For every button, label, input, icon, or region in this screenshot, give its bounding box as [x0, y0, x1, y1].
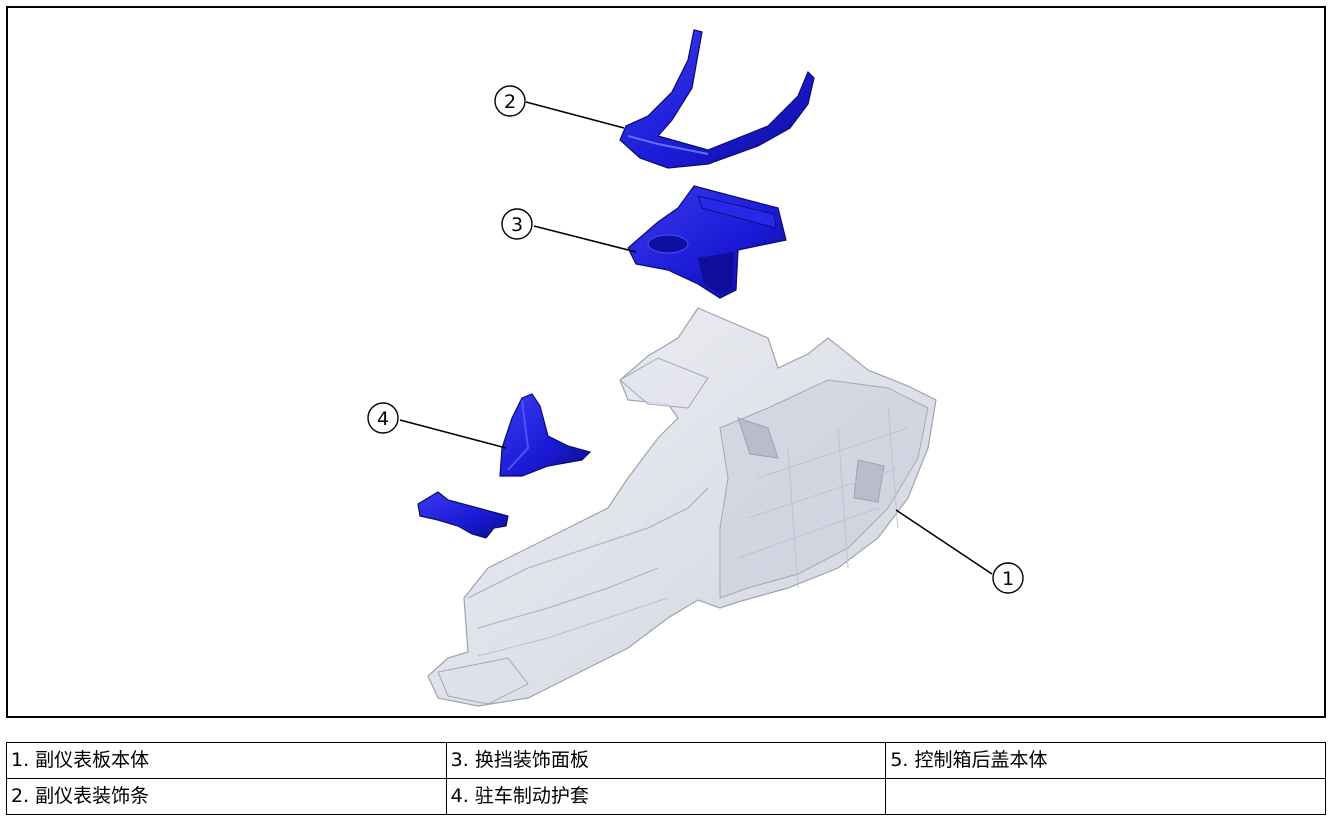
parts-legend-table: 1. 副仪表板本体 3. 换挡装饰面板 5. 控制箱后盖本体 2. 副仪表装饰条…	[6, 742, 1326, 815]
legend-cell: 4. 驻车制动护套	[445, 778, 887, 815]
leader-lines	[399, 101, 993, 575]
callout-2-label: 2	[504, 91, 516, 113]
callout-1: 1	[992, 562, 1024, 594]
legend-cell: 1. 副仪表板本体	[6, 742, 447, 779]
leader-line-3	[533, 225, 637, 253]
legend-row: 2. 副仪表装饰条 4. 驻车制动护套	[6, 778, 1326, 815]
exploded-view-diagram: 2 3 4 1	[367, 29, 1024, 707]
part-4-parking-brake-boot	[499, 393, 592, 477]
legend-cell	[885, 778, 1326, 815]
legend-cell: 5. 控制箱后盖本体	[885, 742, 1326, 779]
callout-1-label: 1	[1002, 568, 1014, 590]
leader-line-4	[399, 419, 507, 449]
callout-2: 2	[494, 85, 526, 117]
part-3-shift-panel	[627, 185, 787, 299]
diagram-frame: 2 3 4 1	[6, 6, 1326, 718]
part-1-console-body	[427, 307, 937, 707]
legend-row: 1. 副仪表板本体 3. 换挡装饰面板 5. 控制箱后盖本体	[6, 742, 1326, 779]
callout-4-label: 4	[377, 408, 389, 430]
leader-line-2	[525, 101, 625, 129]
legend-cell: 2. 副仪表装饰条	[6, 778, 447, 815]
callout-3: 3	[501, 208, 533, 240]
part-5-rear-cover	[417, 491, 509, 539]
callout-3-label: 3	[511, 214, 523, 236]
leader-line-1	[895, 509, 993, 575]
legend-cell: 3. 换挡装饰面板	[445, 742, 887, 779]
callout-4: 4	[367, 402, 399, 434]
part-2-trim-strip	[619, 29, 815, 169]
